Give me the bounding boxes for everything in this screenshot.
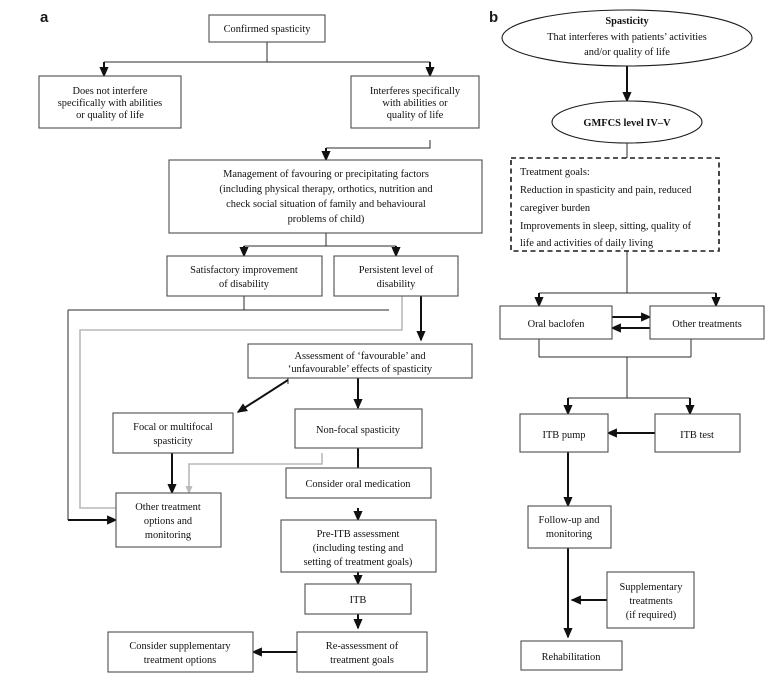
node-itb-test[interactable]: ITB test <box>654 413 741 453</box>
node-persistent-disability[interactable]: Persistent level of disability <box>333 255 459 297</box>
node-non-focal-spasticity[interactable]: Non-focal spasticity <box>294 408 423 449</box>
node-other-treatment-options[interactable]: Other treatment options and monitoring <box>115 492 222 548</box>
node-label: Confirmed spasticity <box>224 24 312 35</box>
node-confirmed-spasticity[interactable]: Confirmed spasticity <box>208 14 326 43</box>
node-label-line3: quality of life <box>387 110 444 121</box>
node-satisfactory-improvement[interactable]: Satisfactory improvement of disability <box>166 255 323 297</box>
node-label-line3: check social situation of family and beh… <box>226 199 426 210</box>
node-label-line2: treatments <box>629 596 672 607</box>
node-label-line1: Supplementary <box>620 582 684 593</box>
node-label: ITB <box>350 595 367 606</box>
panel-b-letter: b <box>489 9 498 26</box>
node-spasticity-oval[interactable]: Spasticity That interferes with patients… <box>501 9 753 67</box>
node-label-line1: Assessment of ‘favourable’ and <box>294 351 426 362</box>
node-gmfcs-oval[interactable]: GMFCS level IV–V <box>551 100 703 144</box>
node-label: Rehabilitation <box>542 652 602 663</box>
node-label-line1: Spasticity <box>605 16 649 27</box>
node-label: Non-focal spasticity <box>316 425 401 436</box>
node-label-line3: (if required) <box>626 610 676 621</box>
node-label-line1: Follow-up and <box>539 515 601 526</box>
node-rehabilitation[interactable]: Rehabilitation <box>520 640 623 671</box>
node-consider-oral-medication[interactable]: Consider oral medication <box>285 467 432 499</box>
node-treatment-goals[interactable]: Treatment goals: Reduction in spasticity… <box>510 157 720 252</box>
node-label-line3: caregiver burden <box>520 203 591 214</box>
node-label-line1: Satisfactory improvement <box>190 265 298 276</box>
node-label-line2: with abilities or <box>382 98 448 109</box>
node-label-line2: options and <box>144 516 193 527</box>
node-label-line5: life and activities of daily living <box>520 238 653 249</box>
node-label: ITB test <box>680 430 714 441</box>
node-itb-pump[interactable]: ITB pump <box>519 413 609 453</box>
node-label-line4: problems of child) <box>288 214 365 225</box>
node-label-line1: Consider supplementary <box>129 641 231 652</box>
node-assessment-effects[interactable]: Assessment of ‘favourable’ and ‘unfavour… <box>247 343 473 379</box>
node-follow-up-monitoring[interactable]: Follow-up and monitoring <box>527 505 612 549</box>
node-label-line1: Does not interfere <box>72 86 147 97</box>
node-other-treatments[interactable]: Other treatments <box>649 305 765 340</box>
node-label-line1: Re-assessment of <box>326 641 399 652</box>
node-label-line2: (including physical therapy, orthotics, … <box>219 184 433 195</box>
node-label-line1: Treatment goals: <box>520 167 590 178</box>
node-oral-baclofen[interactable]: Oral baclofen <box>499 305 613 340</box>
node-label-line2: monitoring <box>546 529 592 540</box>
node-supplementary-treatments[interactable]: Supplementary treatments (if required) <box>606 571 695 629</box>
node-label-line1: Interferes specifically <box>370 86 461 97</box>
node-management-factors[interactable]: Management of favouring or precipitating… <box>168 159 483 234</box>
node-label-line2: specifically with abilities <box>58 98 162 109</box>
node-label-line3: setting of treatment goals) <box>304 557 413 568</box>
node-label-line3: and/or quality of life <box>584 47 670 58</box>
node-does-not-interfere[interactable]: Does not interfere specifically with abi… <box>38 75 182 129</box>
node-label-line2: That interferes with patients’ activitie… <box>547 32 707 43</box>
node-label-line2: (including testing and <box>313 543 404 554</box>
node-label-line1: Persistent level of <box>359 265 434 276</box>
node-label: ITB pump <box>542 430 585 441</box>
node-label: Other treatments <box>672 319 742 330</box>
node-interferes-specifically[interactable]: Interferes specifically with abilities o… <box>350 75 480 129</box>
node-itb[interactable]: ITB <box>304 583 412 615</box>
node-label-line1: Focal or multifocal <box>133 422 213 433</box>
node-label-line2: disability <box>377 279 416 290</box>
node-label-line2: ‘unfavourable’ effects of spasticity <box>288 364 433 375</box>
node-label-line2: of disability <box>219 279 270 290</box>
node-label-line2: spasticity <box>153 436 193 447</box>
node-label-line4: Improvements in sleep, sitting, quality … <box>520 221 692 232</box>
node-label-line2: Reduction in spasticity and pain, reduce… <box>520 185 692 196</box>
node-label-line2: treatment options <box>144 655 216 666</box>
node-pre-itb-assessment[interactable]: Pre-ITB assessment (including testing an… <box>280 519 437 573</box>
node-label: Consider oral medication <box>305 479 411 490</box>
node-consider-supplementary-options[interactable]: Consider supplementary treatment options <box>107 631 254 673</box>
node-label-line1: Management of favouring or precipitating… <box>223 169 429 180</box>
node-reassessment-goals[interactable]: Re-assessment of treatment goals <box>296 631 428 673</box>
node-focal-spasticity[interactable]: Focal or multifocal spasticity <box>112 412 234 454</box>
node-label: GMFCS level IV–V <box>583 118 671 129</box>
node-label-line3: or quality of life <box>76 110 144 121</box>
node-label-line1: Other treatment <box>135 502 201 513</box>
node-label-line1: Pre-ITB assessment <box>317 529 400 540</box>
node-label: Oral baclofen <box>528 319 586 330</box>
panel-a-letter: a <box>40 9 49 26</box>
node-label-line2: treatment goals <box>330 655 394 666</box>
node-label-line3: monitoring <box>145 530 191 541</box>
